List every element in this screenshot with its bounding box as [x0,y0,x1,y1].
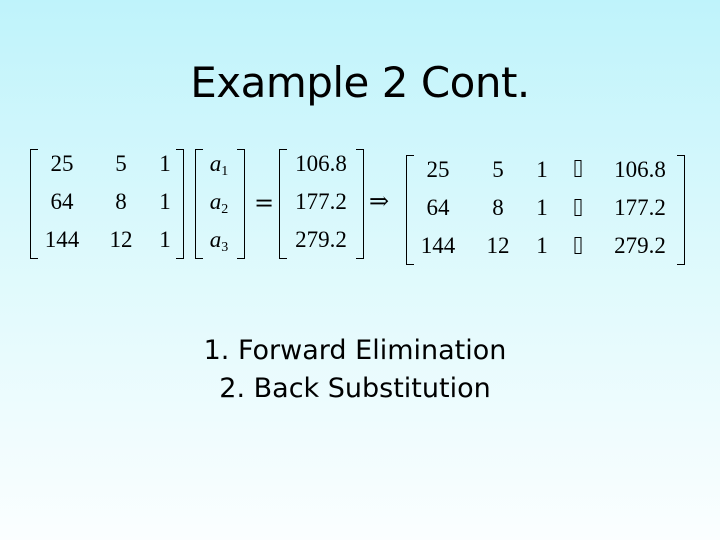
implies-arrow: ⇒ [369,187,390,215]
augmented-separator-glyph [574,199,582,216]
step-forward-elimination: 1. Forward Elimination [203,335,507,366]
solution-steps: 1. Forward Elimination 2. Back Substitut… [0,332,710,408]
coef-cell-r1c3: 1 [159,151,171,176]
aug-cell-r2c4: 177.2 [614,195,666,220]
slide-title: Example 2 Cont. [190,58,530,107]
coef-cell-r2c1: 64 [50,189,74,214]
unknown-a3: a3 [209,227,229,255]
rhs-cell-1: 106.8 [295,151,347,176]
unknown-a1: a1 [209,151,229,179]
coefficient-matrix-right-bracket [176,149,184,259]
coef-cell-r1c1: 25 [50,151,74,176]
coefficient-matrix-left-bracket [30,149,38,259]
coef-cell-r3c3: 1 [159,227,171,252]
aug-cell-r3c1: 144 [420,233,456,258]
augmented-separator-glyph [574,237,582,254]
aug-cell-r2c3: 1 [536,195,548,220]
augmented-separator-glyph [574,160,582,177]
coef-cell-r3c2: 12 [109,227,133,252]
aug-cell-r1c4: 106.8 [614,157,666,182]
coef-cell-r2c2: 8 [115,189,127,214]
aug-cell-r3c3: 1 [536,233,548,258]
unknown-a2: a2 [209,189,229,217]
step-back-substitution: 2. Back Substitution [219,373,491,404]
aug-cell-r1c1: 25 [426,157,450,182]
aug-cell-r3c4: 279.2 [614,233,666,258]
rhs-right-bracket [356,149,364,259]
coef-cell-r3c1: 144 [44,227,80,252]
rhs-cell-2: 177.2 [295,189,347,214]
aug-cell-r1c3: 1 [536,157,548,182]
equals-sign: = [254,189,275,217]
rhs-cell-3: 279.2 [295,227,347,252]
augmented-matrix-left-bracket [406,155,414,265]
coef-cell-r2c3: 1 [159,189,171,214]
aug-cell-r2c1: 64 [426,195,450,220]
aug-cell-r3c2: 12 [486,233,510,258]
rhs-left-bracket [279,149,287,259]
coef-cell-r1c2: 5 [115,151,127,176]
unknowns-left-bracket [195,149,203,259]
aug-cell-r1c2: 5 [492,157,504,182]
unknowns-right-bracket [237,149,245,259]
augmented-matrix-right-bracket [677,155,685,265]
aug-cell-r2c2: 8 [492,195,504,220]
